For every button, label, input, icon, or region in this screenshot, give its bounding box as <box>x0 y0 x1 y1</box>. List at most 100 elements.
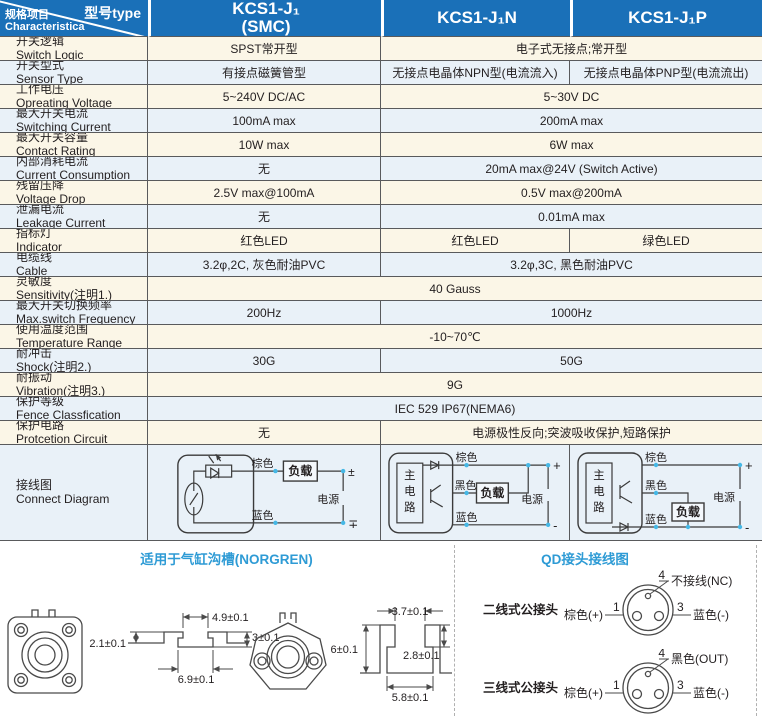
brown-wire-label: 棕色 <box>252 456 274 470</box>
row-label-cn: 残留压降 <box>16 181 65 193</box>
load-box <box>282 459 318 482</box>
corner-type-label: 型号type <box>84 5 141 21</box>
svg-text:电: 电 <box>593 485 605 498</box>
power-label: 电源 <box>521 491 543 505</box>
plus-terminal: + <box>553 458 561 473</box>
pin1-number: 1 <box>613 678 620 692</box>
pin1-label: 棕色(+) <box>564 685 603 700</box>
pin3-number: 3 <box>677 678 684 692</box>
dim-b-top: 3.7±0.1 <box>392 606 429 618</box>
dashed-divider <box>454 545 455 716</box>
qd-connector-title: QD接头接线图 <box>541 552 629 567</box>
plus-minus-terminal: ± <box>348 465 355 479</box>
connector-3wire-label: 三线式公接头 <box>483 680 559 695</box>
pnp-wiring-diagram: 主 电 路 负载 棕色 黑色 蓝色 + - 电源 <box>577 450 753 535</box>
load-box <box>475 481 510 504</box>
connect-diagram-pnp: 主 电 路 负载 棕色 黑色 蓝色 + - 电源 <box>570 445 762 541</box>
spec-cell: 0.01mA max <box>381 205 762 229</box>
row-label-en: Voltage Drop <box>16 191 86 205</box>
spec-cell: 40 Gauss <box>148 277 762 301</box>
spec-cell: 30G <box>148 349 381 373</box>
row-label-cn: 开关型式 <box>16 61 65 73</box>
row-label-en: Vibration(注明3.) <box>16 383 106 397</box>
spec-cell: -10~70℃ <box>148 325 762 349</box>
spec-cell: 50G <box>381 349 762 373</box>
row-label-en: Fence Classfication <box>16 407 121 421</box>
row-label-en: Cable <box>16 263 48 277</box>
dashed-divider-right <box>756 545 757 716</box>
spec-cell: SPST常开型 <box>148 37 381 61</box>
pin3-label: 蓝色(-) <box>693 608 729 622</box>
dim-b-left: 6±0.1 <box>331 644 358 656</box>
spec-cell: 无 <box>148 157 381 181</box>
pin1-number: 1 <box>613 600 620 614</box>
row-label-connect-diagram: 接线图 Connect Diagram <box>0 445 148 541</box>
row-label-cn: 工作电压 <box>16 85 65 97</box>
spec-cell: 200mA max <box>381 109 762 133</box>
brown-wire-label: 棕色 <box>456 450 478 464</box>
column-header-kcs1-j1n: KCS1-J₁N <box>381 0 570 37</box>
row-label-cn: 最大开关容量 <box>16 133 89 145</box>
main-circuit-label: 主 <box>593 469 605 482</box>
spec-cell: 9G <box>148 373 762 397</box>
column-header-kcs1-j1p: KCS1-J₁P <box>570 0 762 37</box>
pin3-number: 3 <box>677 600 684 614</box>
power-label: 电源 <box>713 490 735 504</box>
spec-cell: 20mA max@24V (Switch Active) <box>381 157 762 181</box>
row-label-cn: 耐冲击 <box>16 349 53 361</box>
row-label-en: Sensor Type <box>16 71 84 85</box>
load-label: 负载 <box>676 504 700 519</box>
row-label-cn: 电缆线 <box>16 253 53 265</box>
row-label-cn: 最大开关电流 <box>16 109 89 121</box>
spec-cell: 绿色LED <box>570 229 762 253</box>
pin4-number: 4 <box>658 569 665 582</box>
blue-wire-label: 蓝色 <box>456 509 478 523</box>
row-label-en: Protcetion Circuit <box>16 431 108 445</box>
table-corner-header: 型号type 规格项目 Characteristica <box>0 0 148 37</box>
column-header-kcs1-j1: KCS1-J₁ (SMC) <box>148 0 381 37</box>
row-label-cn: 保护等级 <box>16 397 65 409</box>
main-circuit-box <box>396 462 424 523</box>
spec-cell: 6W max <box>381 133 762 157</box>
row-label-cn: 指标灯 <box>16 229 53 241</box>
row-label-en: Switch Logic <box>16 47 84 61</box>
pin3-label: 蓝色(-) <box>693 686 729 700</box>
row-label-en: Contact Rating <box>16 143 96 157</box>
dim-a-left: 2.1±0.1 <box>89 638 126 650</box>
spec-cell: 200Hz <box>148 301 381 325</box>
load-box <box>671 501 705 522</box>
transistor-symbol <box>619 480 633 504</box>
led-rays-icon <box>209 454 221 463</box>
row-label-cn: 使用温度范围 <box>16 325 89 337</box>
svg-text:路: 路 <box>593 500 605 514</box>
corner-item-label: 规格项目 Characteristica <box>5 8 85 34</box>
bottom-section: 适用于气缸沟槽(NORGREN) QD接头接线图 <box>0 541 762 718</box>
dim-a-bottom: 6.9±0.1 <box>178 674 215 686</box>
dim-b-bottom: 5.8±0.1 <box>392 692 429 704</box>
pin4-label: 不接线(NC) <box>671 573 732 588</box>
row-label-en: Shock(注明2.) <box>16 359 92 373</box>
row-label-en: Opreating Voltage <box>16 95 113 109</box>
load-label: 负载 <box>480 485 504 499</box>
spec-cell: 红色LED <box>148 229 381 253</box>
blue-wire-label: 蓝色 <box>645 512 667 526</box>
spec-table: 型号type 规格项目 Characteristica KCS1-J₁ (SMC… <box>0 0 762 541</box>
main-circuit-box <box>585 461 613 524</box>
spec-cell: 电源极性反向;突波吸收保护,短路保护 <box>381 421 762 445</box>
spec-cell: 0.5V max@200mA <box>381 181 762 205</box>
row-label-en: Current Consumption <box>16 167 131 181</box>
groove-profile-a: 4.9±0.1 2.1±0.1 3±0.1 6.9±0.1 <box>89 612 279 686</box>
mechanical-drawings: 4.9±0.1 2.1±0.1 3±0.1 6.9±0.1 <box>7 606 452 704</box>
sensor-body-outline <box>177 453 255 534</box>
spec-cell: 无接点电晶体NPN型(电流流入) <box>381 61 570 85</box>
plus-terminal: + <box>745 458 753 473</box>
